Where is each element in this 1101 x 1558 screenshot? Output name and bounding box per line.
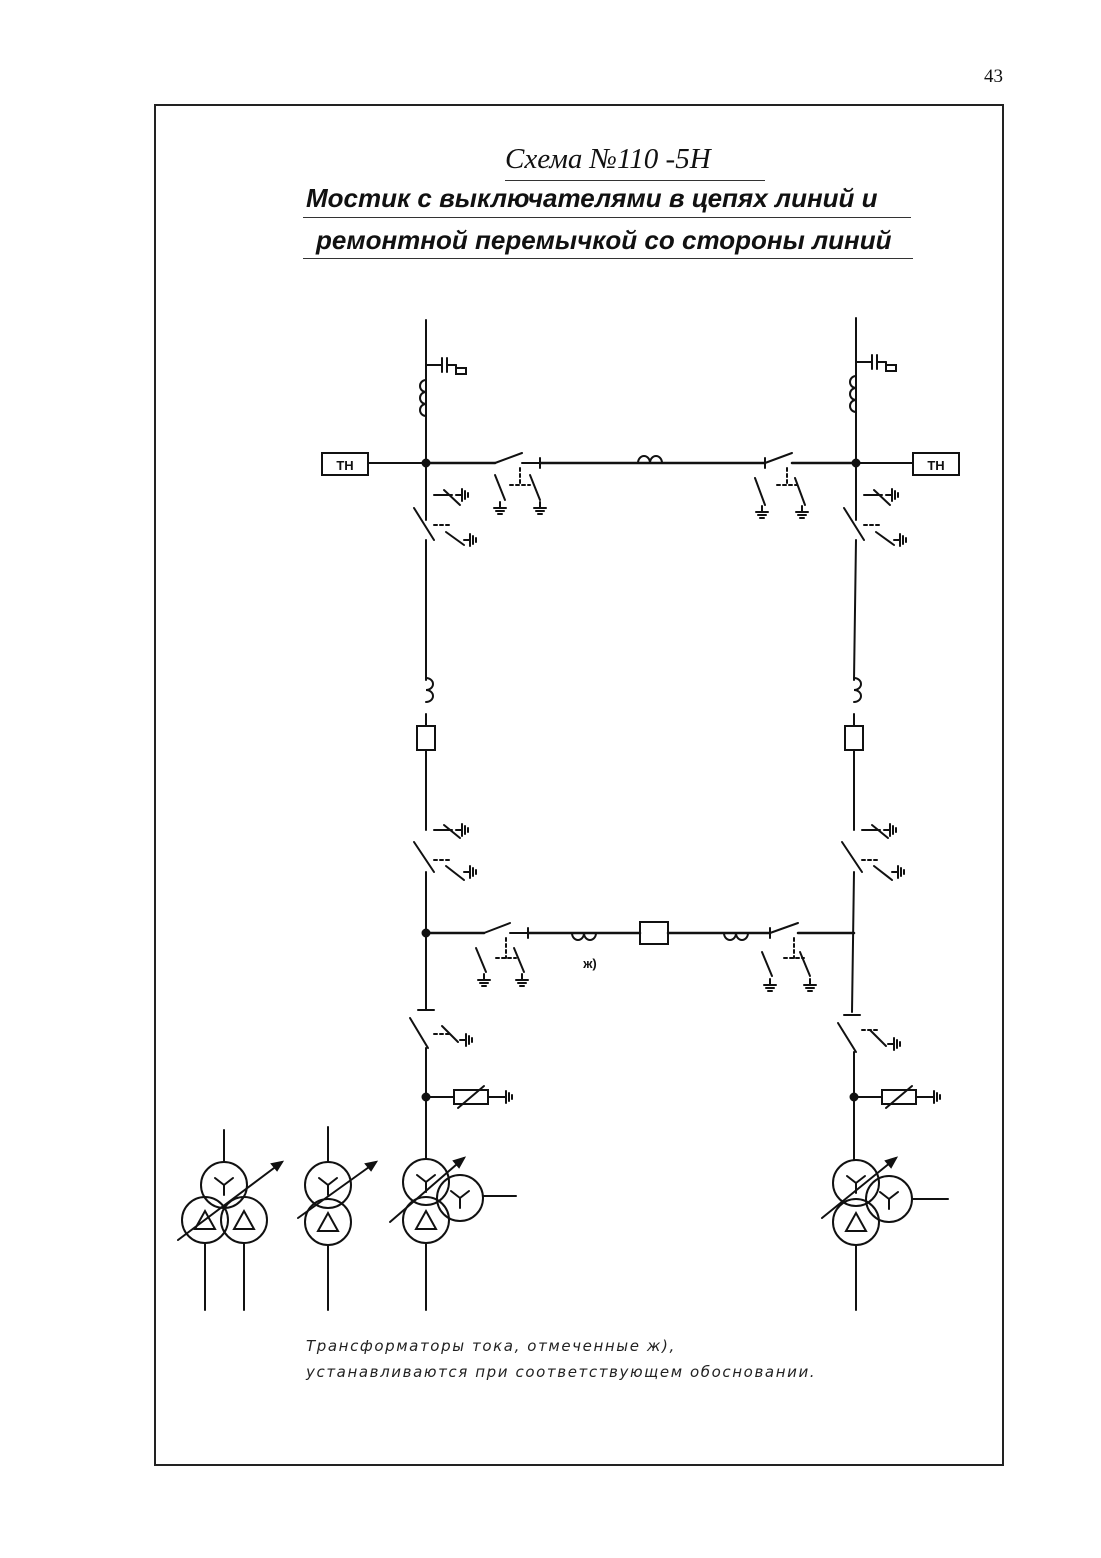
transformer-disconnector-right — [837, 1014, 901, 1053]
surge-arrester-left — [425, 1085, 513, 1109]
line-disconnector-right-lower — [841, 823, 905, 881]
circuit-breaker-right-line — [844, 725, 864, 751]
coupling-capacitor-right — [855, 354, 897, 372]
voltage-transformer-right — [855, 452, 960, 476]
ct-marker-label: ж) — [582, 956, 597, 971]
line-trap-right — [849, 375, 857, 413]
line-trap-left — [419, 379, 427, 417]
scheme-title-line-2: ремонтной перемычкой со стороны линий — [316, 225, 892, 255]
scheme-number-title: Схема №110 -5Н — [505, 143, 711, 175]
bridge-disconnector-left — [475, 922, 529, 987]
title-underline — [303, 217, 911, 218]
transformer-two-winding — [297, 1126, 379, 1311]
vt-left-label: ТН — [336, 458, 353, 473]
transformer-three-winding-right — [821, 1156, 949, 1311]
page-number: 43 — [984, 66, 1003, 87]
circuit-breaker-left-line — [416, 725, 436, 751]
transformer-three-winding-left — [389, 1156, 517, 1311]
line-disconnector-left-lower — [413, 823, 477, 881]
footnote-line-1: Трансформаторы тока, отмеченные ж), — [306, 1337, 676, 1355]
vt-right-label: ТН — [927, 458, 944, 473]
line-disconnector-right-upper — [843, 462, 907, 547]
title-underline — [303, 258, 913, 259]
line-conductor-right — [853, 539, 857, 681]
footnote-line-2: устанавливаются при соответствующем обос… — [306, 1363, 817, 1381]
coupling-capacitor-left — [425, 357, 467, 375]
transformer-split-winding — [177, 1129, 285, 1311]
line-conductor-right — [851, 871, 855, 1013]
surge-arrester-right — [853, 1085, 941, 1109]
current-transformer-right-line — [853, 677, 862, 703]
line-disconnector-left-upper — [413, 462, 477, 547]
current-transformer-left-line — [425, 677, 434, 703]
drawing-frame — [154, 104, 1004, 1466]
jumper-disconnector-left — [493, 452, 547, 515]
voltage-transformer-left — [321, 452, 427, 476]
jumper-disconnector-right — [754, 452, 858, 519]
scheme-title-line-1: Мостик с выключателями в цепях линий и — [306, 183, 878, 213]
bridge-circuit-breaker — [639, 921, 669, 945]
bridge-disconnector-right — [761, 922, 856, 992]
transformer-disconnector-left — [409, 1009, 473, 1049]
title-underline — [505, 180, 765, 181]
